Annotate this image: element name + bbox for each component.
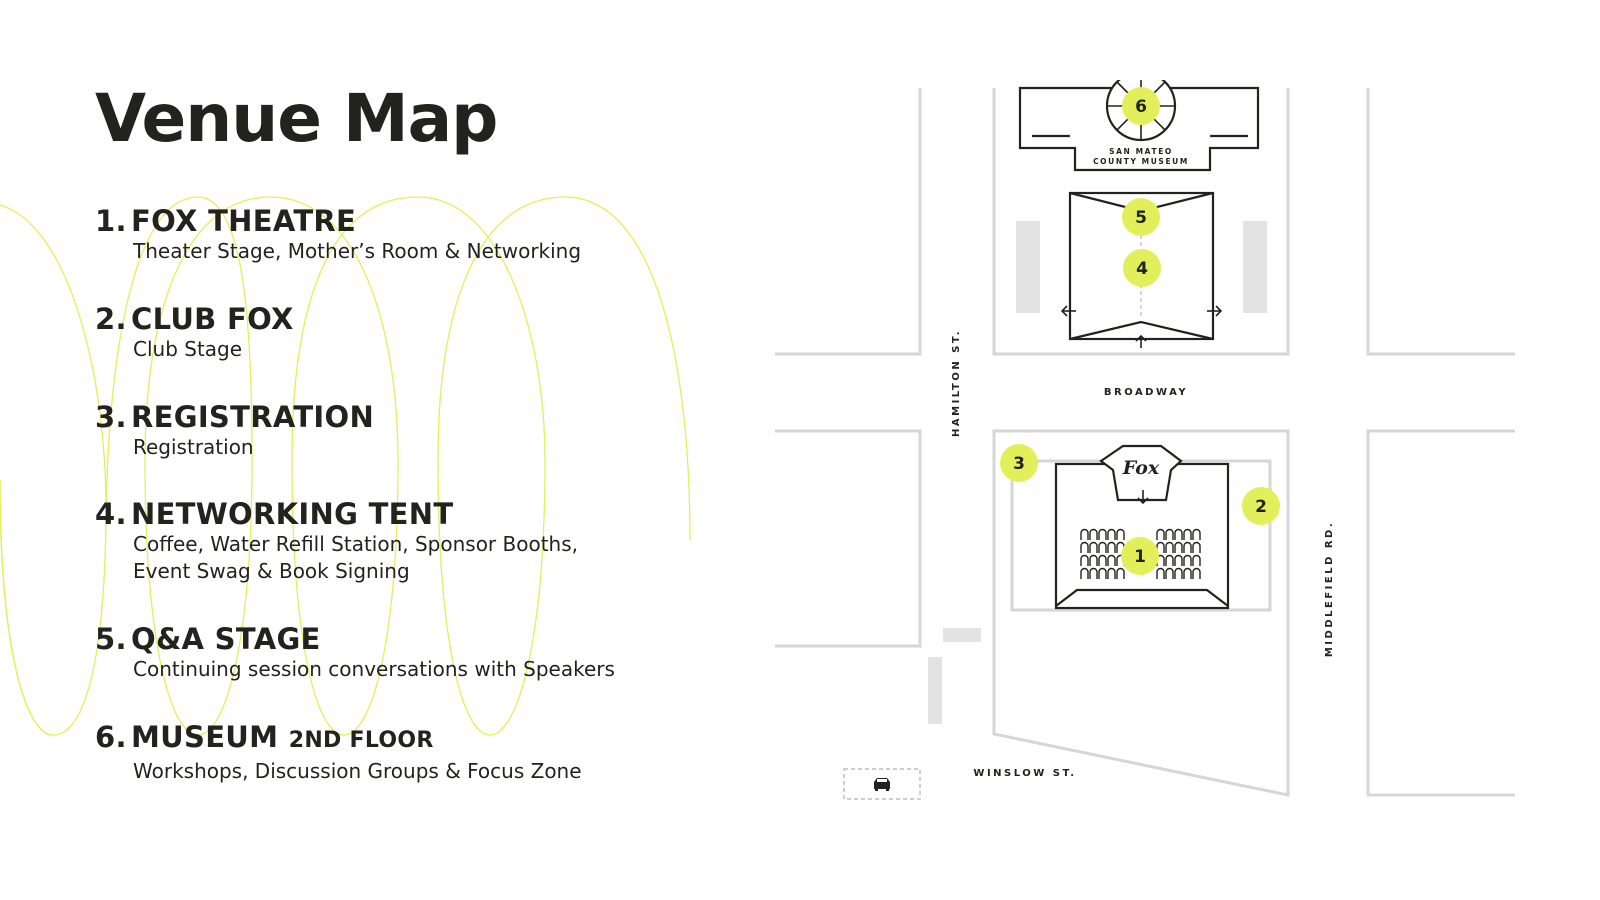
parking-strip [928, 657, 942, 724]
legend-name: Q&A STAGE [131, 622, 321, 656]
legend-description: Event Swag & Book Signing [133, 559, 410, 583]
fox-theatre-building [1054, 444, 1230, 610]
legend-number: 2. [95, 302, 127, 336]
block-east [1366, 429, 1515, 797]
location-pin-6[interactable]: 6 [1122, 87, 1160, 125]
legend-item-qa-stage: 5.Q&A STAGE Continuing session conversat… [95, 622, 615, 683]
page-title: Venue Map [95, 80, 498, 157]
block-fox [992, 429, 1290, 797]
arrow-down-icon [1137, 490, 1149, 505]
legend-name: FOX THEATRE [131, 204, 357, 238]
legend-item-networking-tent: 4.NETWORKING TENT Coffee, Water Refill S… [95, 497, 578, 585]
location-pin-3[interactable]: 3 [1000, 444, 1038, 482]
svg-text:3: 3 [1013, 454, 1025, 474]
legend-description: Continuing session conversations with Sp… [133, 657, 615, 681]
tent-side-strip [1243, 221, 1267, 313]
location-pin-2[interactable]: 2 [1242, 487, 1280, 525]
legend-name: MUSEUM [131, 720, 279, 754]
block-northwest [775, 88, 922, 356]
block-west [775, 429, 922, 648]
legend-item-club-fox: 2.CLUB FOX Club Stage [95, 302, 294, 363]
legend-name: REGISTRATION [131, 400, 375, 434]
city-blocks [775, 88, 1515, 797]
legend-number: 5. [95, 622, 127, 656]
parking-strip [943, 628, 981, 642]
location-pin-5[interactable]: 5 [1122, 198, 1160, 236]
legend-number: 6. [95, 720, 127, 754]
swirl-line [0, 204, 107, 736]
arrow-up-icon [1135, 334, 1147, 348]
parking-spot [843, 768, 921, 800]
fox-logo: Fox [1122, 457, 1160, 479]
venue-map: SAN MATEO COUNTY MUSEUM Fox BROADWAY WIN… [775, 80, 1515, 800]
legend-description: Workshops, Discussion Groups & Focus Zon… [133, 759, 582, 783]
parking-markings [928, 221, 1267, 724]
location-pin-4[interactable]: 4 [1123, 249, 1161, 287]
tent-side-strip [1016, 221, 1040, 313]
location-pin-1[interactable]: 1 [1121, 537, 1159, 575]
legend-description: Coffee, Water Refill Station, Sponsor Bo… [133, 532, 578, 556]
street-label-hamilton: HAMILTON ST. [951, 329, 962, 437]
block-museum-north [992, 88, 1290, 356]
legend-name: NETWORKING TENT [131, 497, 454, 531]
arrow-right-icon [1207, 305, 1223, 317]
museum-label-line-2: COUNTY MUSEUM [1093, 157, 1189, 166]
museum-label-line-1: SAN MATEO [1109, 147, 1173, 156]
decorative-swirl [0, 196, 691, 736]
legend-suffix: 2ND FLOOR [288, 728, 434, 753]
legend-description: Club Stage [133, 337, 243, 361]
street-label-winslow: WINSLOW ST. [973, 768, 1076, 779]
car-icon [874, 778, 890, 791]
legend-number: 1. [95, 204, 127, 238]
svg-text:2: 2 [1255, 497, 1267, 517]
svg-text:6: 6 [1135, 97, 1147, 117]
theater-seats-icon [1080, 528, 1201, 580]
legend-number: 4. [95, 497, 127, 531]
swirl-line [0, 196, 691, 736]
svg-text:5: 5 [1135, 208, 1147, 228]
svg-text:1: 1 [1134, 547, 1146, 567]
legend-item-museum: 6.MUSEUM 2ND FLOOR Workshops, Discussion… [95, 720, 582, 785]
arrow-left-icon [1060, 305, 1076, 317]
svg-text:4: 4 [1136, 259, 1148, 279]
legend-name: CLUB FOX [131, 302, 294, 336]
legend-item-fox-theatre: 1.FOX THEATRE Theater Stage, Mother’s Ro… [95, 204, 581, 265]
block-northeast [1366, 88, 1515, 356]
street-label-broadway: BROADWAY [1104, 387, 1188, 398]
legend-number: 3. [95, 400, 127, 434]
street-label-middlefield: MIDDLEFIELD RD. [1324, 521, 1335, 657]
legend-description: Theater Stage, Mother’s Room & Networkin… [133, 239, 582, 263]
legend-item-registration: 3.REGISTRATION Registration [95, 400, 374, 461]
legend-description: Registration [133, 435, 254, 459]
